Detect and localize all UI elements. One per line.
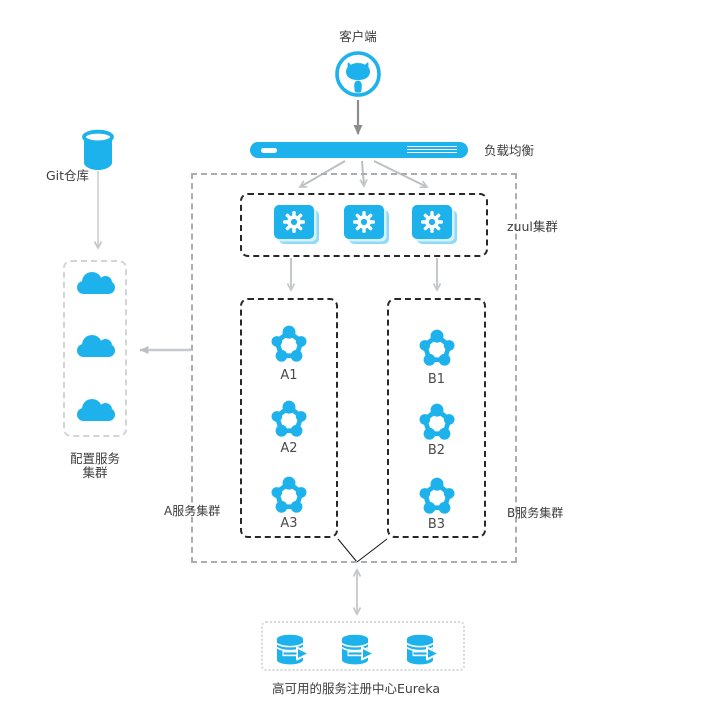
eureka-cluster-box (261, 621, 465, 671)
git-repo database-cylinder-icon (82, 129, 114, 171)
service-node-a3-label: A3 (280, 516, 298, 531)
eureka-node-2 database-sync-icon (340, 634, 376, 665)
client-label: 客户端 (339, 29, 377, 44)
service-node-a2-label: A2 (280, 441, 298, 456)
zuul-node-1 gear-stack-icon (274, 205, 314, 239)
load-balancer-label: 负载均衡 (484, 143, 535, 158)
service-node-a3 service-cluster-icon (269, 476, 309, 514)
load-balancer-bar (250, 142, 468, 158)
config-cluster-label-line2: 集群 (82, 465, 108, 480)
service-node-b1 service-cluster-icon (417, 329, 457, 367)
eureka-cluster-label: 高可用的服务注册中心Eureka (271, 681, 441, 696)
config-node-3 cloud-icon (77, 399, 115, 421)
service-node-b1-label: B1 (427, 372, 446, 387)
service-cluster-a-label: A服务集群 (164, 504, 221, 518)
service-cluster-a-box (240, 298, 338, 538)
config-node-1 cloud-icon (77, 272, 115, 294)
service-node-a1-label: A1 (280, 368, 298, 383)
lb-indicator-icon (261, 147, 277, 153)
git-repo-label: Git仓库 (46, 168, 90, 183)
service-node-b2 service-cluster-icon (417, 403, 457, 441)
service-node-b3 service-cluster-icon (417, 477, 457, 515)
config-cluster-label-line1: 配置服务 (69, 451, 120, 466)
eureka-node-1 database-sync-icon (275, 634, 311, 665)
lb-vents-icon (407, 145, 457, 155)
config-node-2 cloud-icon (77, 335, 115, 357)
zuul-cluster-box (240, 193, 488, 257)
github-octocat-icon (334, 50, 382, 98)
zuul-cluster-label: zuul集群 (507, 219, 558, 234)
config-cluster-box (63, 260, 127, 437)
config-cluster-label: 配置服务 集群 (55, 452, 135, 480)
service-node-b3-label: B3 (427, 517, 446, 532)
zuul-node-2 gear-stack-icon (344, 205, 384, 239)
services-boundary-box (191, 173, 517, 563)
service-cluster-b-label: B服务集群 (507, 506, 564, 520)
service-node-b2-label: B2 (427, 443, 446, 458)
zuul-node-3 gear-stack-icon (412, 205, 452, 239)
service-node-a2 service-cluster-icon (269, 400, 309, 438)
eureka-node-3 database-sync-icon (405, 634, 441, 665)
service-cluster-b-box (387, 298, 486, 538)
service-node-a1 service-cluster-icon (269, 325, 309, 363)
